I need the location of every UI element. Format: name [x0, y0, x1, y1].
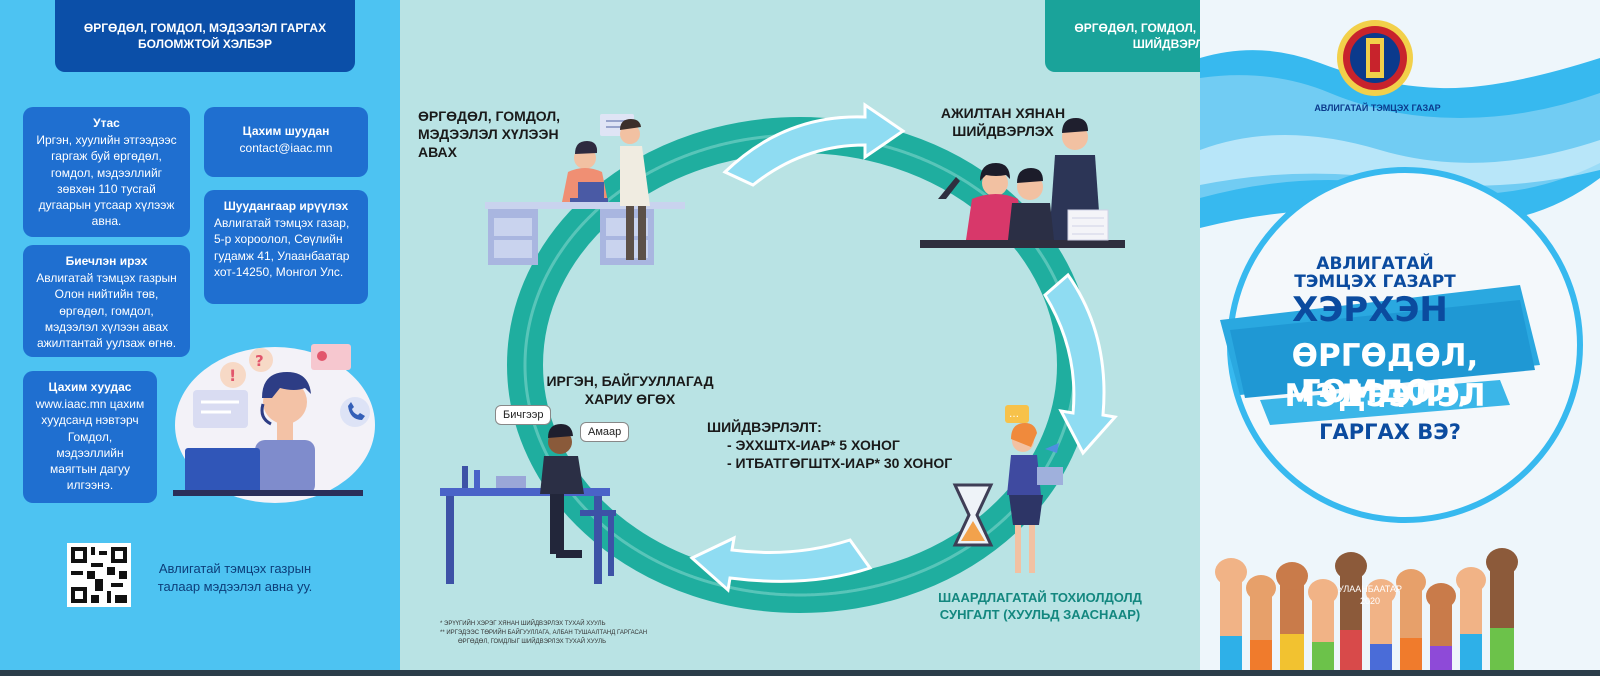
web-title: Цахим хуудас [48, 380, 132, 394]
year: 2020 [1359, 595, 1381, 606]
question-icon [249, 348, 273, 372]
visit-card: Биечлэн ирэх Авлигатай тэмцэх газрын Оло… [23, 245, 190, 357]
laptop-icon [496, 476, 526, 488]
title-line-3: ХЭРХЭН [1292, 290, 1448, 330]
footer-city: УЛААНБААТАР 2020 [1300, 584, 1440, 607]
footnotes: * ЭРҮҮГИЙН ХЭРЭГ ХЯНАН ШИЙДВЭРЛЭХ ТУХАЙ … [440, 620, 700, 647]
process-cycle-ring [507, 102, 1118, 613]
arrow-right-icon [1043, 272, 1118, 456]
phone-title: Утас [93, 116, 120, 130]
footnote-3: ӨРГӨДӨЛ, ГОМДЛЫГ ШИЙДВЭРЛЭХ ТУХАЙ ХУУЛЬ [458, 639, 607, 645]
bottom-border [0, 670, 1600, 676]
resolution-line-2: - ИТБАТГӨГШТХ-ИАР* 30 ХОНОГ [727, 455, 953, 472]
contact-card-icon [311, 344, 351, 370]
response-illustration [440, 424, 616, 584]
paper-stack-icon [1067, 209, 1109, 241]
chat-icon [1005, 405, 1029, 423]
review-team-illustration [920, 118, 1125, 248]
step-receive: ӨРГӨДӨЛ, ГОМДОЛ, МЭДЭЭЛЭЛ ХҮЛЭЭН АВАХ [418, 108, 561, 161]
resolution-line-1: - ЭХХШТХ-ИАР* 5 ХОНОГ [727, 437, 900, 454]
mail-icon [1045, 443, 1059, 453]
bubble-written: Бичгээр [495, 405, 552, 425]
city-name: УЛААНБААТАР [1337, 584, 1403, 594]
visit-text: Авлигатай тэмцэх газрын Олон нийтийн төв… [36, 271, 177, 350]
bubble-oral: Амаар [580, 422, 630, 442]
desk-lamp-icon [938, 177, 960, 199]
cover-background [1200, 20, 1600, 676]
qr-note: Авлигатай тэмцэх газрын талаар мэдээлэл … [157, 561, 313, 595]
email-text[interactable]: contact@iaac.mn [239, 141, 333, 156]
post-card: Шуудангаар ирүүлэх Авлигатай тэмцэх газа… [204, 190, 368, 304]
title-line-5: МЭДЭЭЛЭЛ [1284, 378, 1486, 414]
arrow-bottom-icon [689, 535, 873, 593]
phone-icon [340, 397, 370, 427]
post-title: Шуудангаар ирүүлэх [223, 199, 349, 213]
left-panel: ӨРГӨДӨЛ, ГОМДОЛ, МЭДЭЭЛЭЛ ГАРГАХ БОЛОМЖТ… [0, 0, 400, 676]
svg-text:!: ! [229, 366, 236, 385]
phone-card: Утас Иргэн, хуулийн этгээдээс гаргаж буй… [23, 107, 190, 237]
middle-panel: ӨРГӨДӨЛ, ГОМДОЛ, МЭДЭЭЛЛИЙН ШИЙДВЭРЛЭЛТ … [400, 0, 1315, 676]
post-text: Авлигатай тэмцэх газар, 5-р хороолол, Сө… [214, 216, 350, 279]
web-card: Цахим хуудас www.iaac.mn цахим хуудсанд … [23, 371, 157, 503]
hourglass-icon [952, 483, 994, 547]
title-line-1: АВЛИГАТАЙ [1316, 254, 1434, 274]
agency-name: АВЛИГАТАЙ ТЭМЦЭХ ГАЗАР [1314, 103, 1441, 113]
call-center-illustration: ! ? [173, 344, 375, 503]
extension-illustration: … [952, 405, 1063, 573]
exclamation-icon [220, 362, 246, 388]
email-title: Цахим шуудан [242, 124, 330, 138]
laptop-icon [1037, 467, 1063, 485]
title-line-2: ТЭМЦЭХ ГАЗАРТ [1294, 272, 1456, 292]
title-line-4: ӨРГӨДӨЛ, ГОМДОЛ, [1291, 338, 1479, 410]
phone-text: Иргэн, хуулийн этгээдээс гаргаж буй өргө… [36, 133, 177, 229]
email-card: Цахим шуудан contact@iaac.mn [204, 107, 368, 177]
reception-illustration [485, 114, 685, 265]
footnote-2: ** ИРГЭДЭЭС ТӨРИЙН БАЙГУУЛЛАГА, АЛБАН ТУ… [440, 630, 648, 636]
title-line-6: ГАРГАХ ВЭ? [1319, 420, 1461, 444]
footnote-1: * ЭРҮҮГИЙН ХЭРЭГ ХЯНАН ШИЙДВЭРЛЭХ ТУХАЙ … [440, 621, 606, 627]
extension-note: ШААРДЛАГАТАЙ ТОХИОЛДОЛД СУНГАЛТ (ХУУЛЬД … [938, 590, 1142, 622]
resolution-block: ШИЙДВЭРЛЭЛТ: - ЭХХШТХ-ИАР* 5 ХОНОГ - ИТБ… [707, 418, 967, 473]
chat-window-icon [193, 390, 248, 428]
qr-code[interactable] [67, 543, 131, 607]
step-review: АЖИЛТАН ХЯНАН ШИЙДВЭРЛЭХ [940, 105, 1066, 140]
right-panel: АВЛИГАТАЙ ТЭМЦЭХ ГАЗАР АВЛИГАТАЙ ТЭМЦЭХ … [1200, 0, 1600, 676]
svg-text:?: ? [255, 352, 264, 370]
left-header: ӨРГӨДӨЛ, ГОМДОЛ, МЭДЭЭЛЭЛ ГАРГАХ БОЛОМЖТ… [55, 0, 355, 72]
step-respond: ИРГЭН, БАЙГУУЛЛАГАД ХАРИУ ӨГӨХ [546, 373, 714, 408]
arrow-top-icon [722, 102, 906, 187]
agency-emblem-icon [1337, 20, 1413, 96]
visit-title: Биечлэн ирэх [65, 254, 148, 268]
web-text: www.iaac.mn цахим хуудсанд нэвтэрч Гомдо… [35, 397, 145, 493]
laptop-icon [185, 448, 260, 494]
laptop-icon [578, 182, 604, 198]
svg-text:…: … [1009, 409, 1019, 420]
raised-hands-illustration [1215, 548, 1518, 676]
resolution-title: ШИЙДВЭРЛЭЛТ: [707, 419, 822, 435]
